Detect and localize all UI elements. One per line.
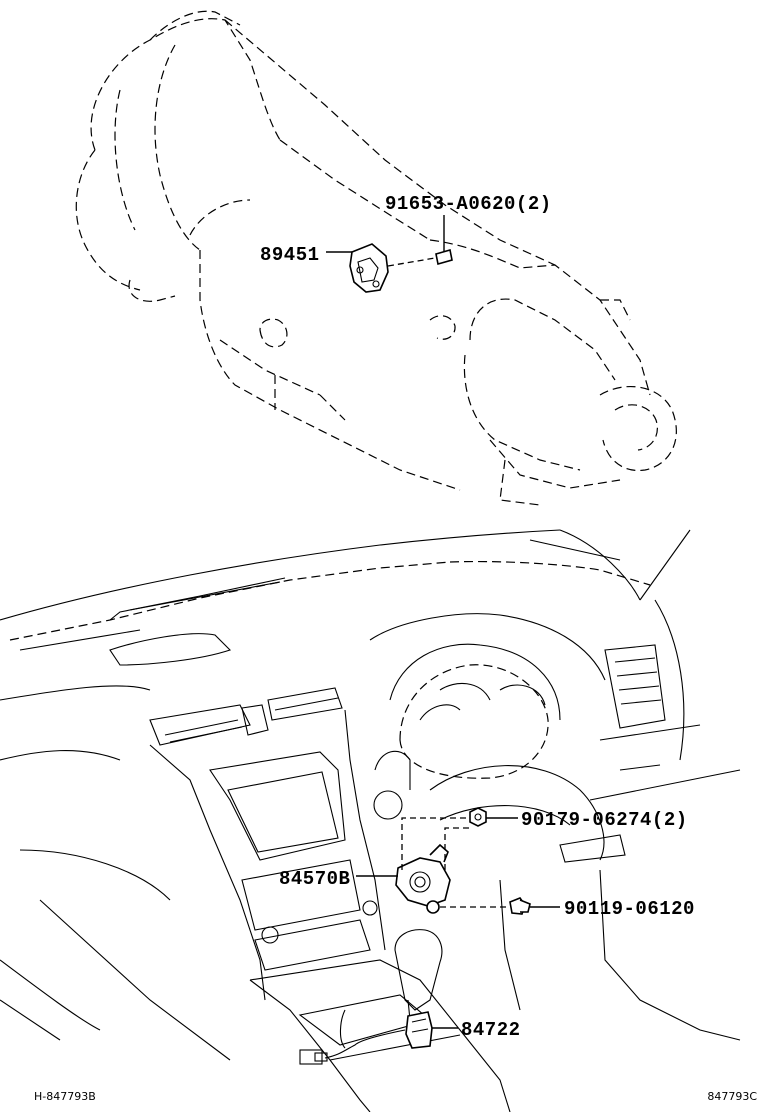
connector-label: 84722	[461, 1019, 521, 1041]
speed-sensor-part	[349, 243, 436, 293]
bolt-part	[435, 215, 453, 266]
connector-part	[405, 1011, 458, 1049]
diagram-code-right: 847793C	[707, 1090, 757, 1103]
screw-label: 90119-06120	[564, 898, 695, 920]
screw-part	[509, 897, 560, 915]
sensor-label: 89451	[260, 244, 320, 266]
diagram-code-left: H-847793B	[34, 1090, 96, 1103]
nut-part	[469, 807, 518, 827]
nut-label: 90179-06274(2)	[521, 809, 688, 831]
transmission-outline	[75, 10, 677, 506]
bolt-label: 91653-A0620(2)	[385, 193, 552, 215]
switch-label: 84570B	[279, 868, 350, 890]
dashboard-outline	[0, 529, 741, 1112]
switch-part	[395, 817, 510, 914]
